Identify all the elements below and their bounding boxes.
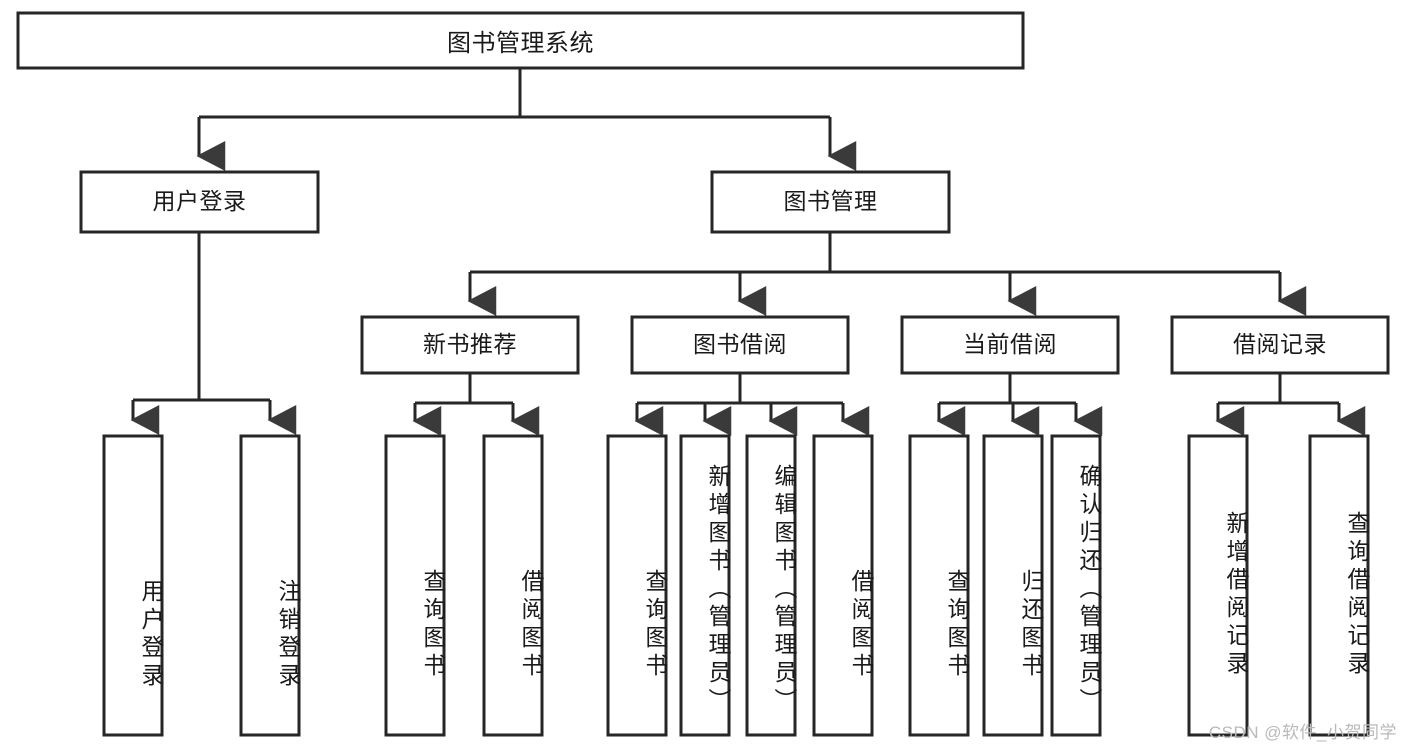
node-box-borrow-record bbox=[1170, 315, 1390, 375]
leaf-box-confirm-return bbox=[1050, 434, 1102, 737]
leaf-box-logout bbox=[239, 434, 301, 737]
leaf-box-add-book bbox=[679, 434, 731, 737]
leaf-box-user-login bbox=[102, 434, 164, 737]
node-box-book-management bbox=[710, 170, 951, 234]
csdn-watermark: CSDN @软件_小贺同学 bbox=[1208, 723, 1397, 742]
node-box-current-borrow bbox=[900, 315, 1120, 375]
leaf-box-return-book bbox=[982, 434, 1044, 737]
node-box-user-login bbox=[79, 170, 320, 234]
leaf-box-query-record bbox=[1308, 434, 1370, 737]
leaf-box-borrow-book-2 bbox=[812, 434, 874, 737]
leaf-box-query-book-1 bbox=[384, 434, 446, 737]
leaf-box-query-book-2 bbox=[606, 434, 668, 737]
node-box-new-book-recommend bbox=[360, 315, 580, 375]
leaf-box-borrow-book-1 bbox=[482, 434, 544, 737]
leaf-box-query-book-3 bbox=[908, 434, 970, 737]
node-box-book-borrow bbox=[630, 315, 850, 375]
leaf-box-edit-book bbox=[745, 434, 797, 737]
node-box-root bbox=[16, 11, 1025, 70]
leaf-box-add-record bbox=[1187, 434, 1249, 737]
